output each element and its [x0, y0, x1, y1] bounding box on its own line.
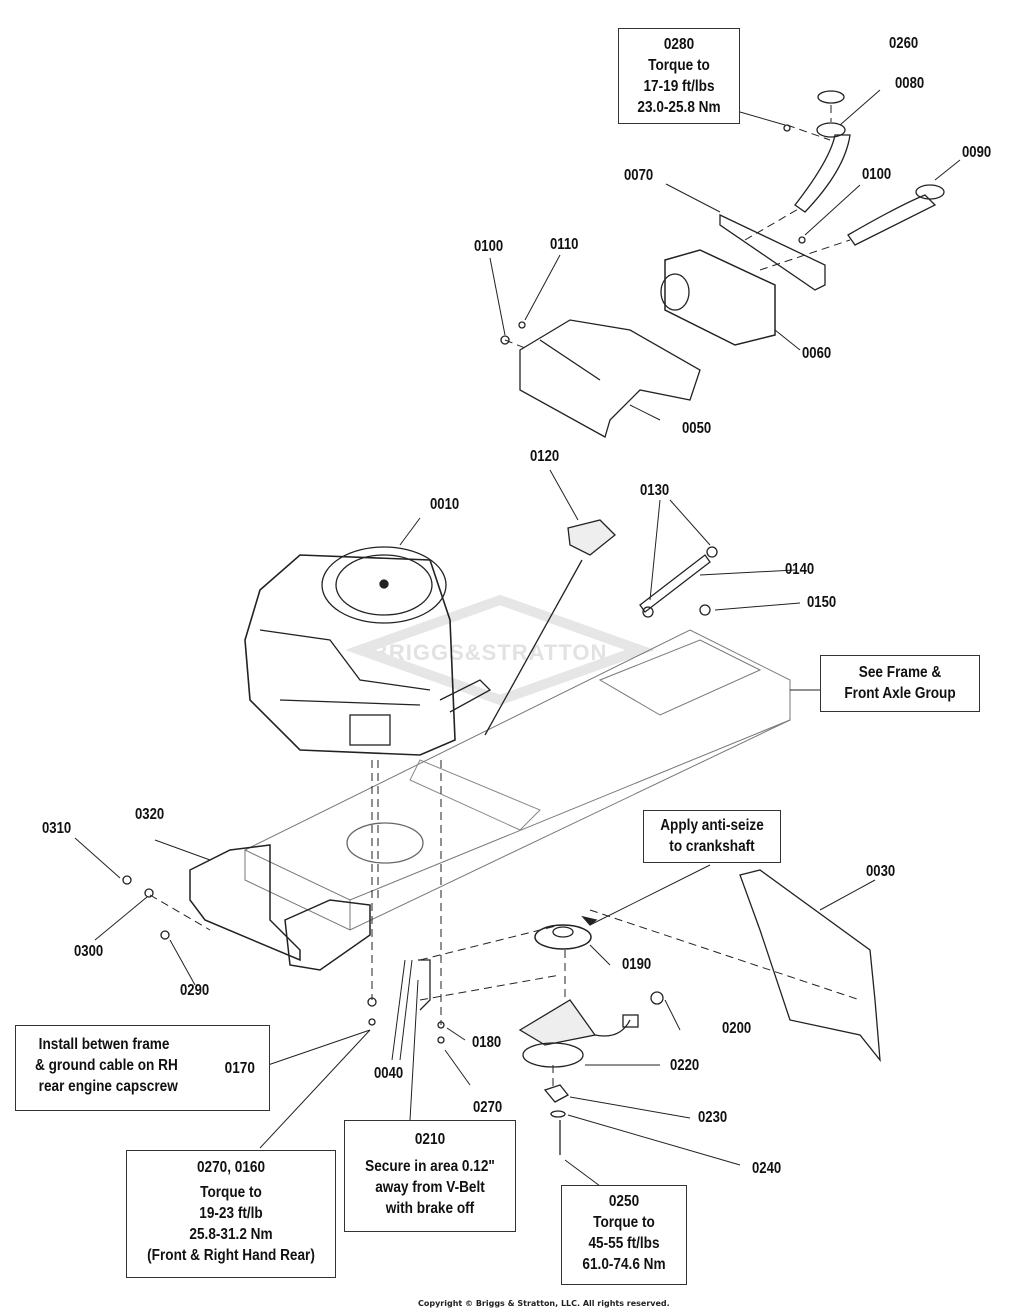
note-line: with brake off — [385, 1200, 475, 1217]
part-label: 0290 — [180, 982, 210, 999]
note-0270-0160-torque: 0270, 0160 Torque to 19-23 ft/lb 25.8-31… — [126, 1150, 336, 1278]
note-0170-install: Install betwen frame & ground cable on R… — [15, 1025, 270, 1111]
note-0280-torque: 0280 Torque to 17-19 ft/lbs 23.0-25.8 Nm — [618, 28, 740, 124]
note-line: See Frame & — [858, 664, 942, 681]
part-label: 0190 — [622, 956, 652, 973]
part-label: 0310 — [42, 820, 72, 837]
part-label: 0240 — [752, 1160, 782, 1177]
note-line: Install betwen frame — [38, 1036, 170, 1053]
note-line: 0280 — [663, 36, 695, 53]
note-line: 61.0-74.6 Nm — [582, 1256, 666, 1273]
note-anti-seize: Apply anti-seize to crankshaft — [643, 810, 781, 863]
part-label: 0100 — [862, 166, 892, 183]
note-line: 0250 — [608, 1193, 640, 1210]
part-label: 0220 — [670, 1057, 700, 1074]
side-panel-part — [739, 869, 881, 1063]
dipstick-part — [484, 519, 616, 736]
part-label: 0120 — [530, 448, 560, 465]
clutch-part — [518, 924, 639, 1155]
note-line: Secure in area 0.12" — [365, 1158, 495, 1175]
part-label: 0320 — [135, 806, 165, 823]
frame-part — [243, 629, 791, 931]
watermark-shape — [345, 594, 655, 706]
part-label: 0050 — [682, 420, 712, 437]
muffler-part — [660, 249, 776, 346]
note-line: & ground cable on RH — [34, 1057, 178, 1074]
part-label: 0030 — [866, 863, 896, 880]
note-line: 0210 — [414, 1131, 446, 1148]
watermark-logo: BRIGGS&STRATTON — [372, 640, 608, 665]
part-label: 0040 — [374, 1065, 404, 1082]
note-0250-torque: 0250 Torque to 45-55 ft/lbs 61.0-74.6 Nm — [561, 1185, 687, 1285]
part-label: 0270 — [473, 1099, 503, 1116]
note-line: rear engine capscrew — [38, 1078, 178, 1095]
heat-shield-part — [519, 319, 701, 438]
note-line: (Front & Right Hand Rear) — [147, 1247, 315, 1264]
note-line: 0270, 0160 — [196, 1159, 266, 1176]
part-label: 0200 — [722, 1020, 752, 1037]
part-label: 0300 — [74, 943, 104, 960]
part-label: 0150 — [807, 594, 837, 611]
note-line: Torque to — [593, 1214, 655, 1231]
note-line: 45-55 ft/lbs — [588, 1235, 660, 1252]
note-line: away from V-Belt — [375, 1179, 485, 1196]
note-see-frame: See Frame & Front Axle Group — [820, 655, 980, 712]
part-label: 0170 — [224, 1060, 255, 1077]
engine-part — [244, 546, 492, 756]
note-line: to crankshaft — [669, 838, 755, 855]
part-label: 0010 — [430, 496, 460, 513]
rear-bracket-part — [189, 844, 371, 971]
part-label: 0080 — [895, 75, 925, 92]
part-label: 0090 — [962, 144, 992, 161]
part-label: 0070 — [624, 167, 654, 184]
part-label: 0180 — [472, 1034, 502, 1051]
copyright-text: Copyright © Briggs & Stratton, LLC. All … — [418, 1299, 670, 1308]
part-label: 0130 — [640, 482, 670, 499]
hardware-parts — [122, 124, 806, 1044]
part-label: 0260 — [889, 35, 919, 52]
part-label: 0140 — [785, 561, 815, 578]
part-label: 0100 — [474, 238, 504, 255]
note-line: Torque to — [200, 1184, 262, 1201]
tube-part — [639, 546, 718, 618]
part-label: 0060 — [802, 345, 832, 362]
note-line: Front Axle Group — [844, 685, 956, 702]
note-line: 19-23 ft/lb — [199, 1205, 263, 1222]
assembly-lines — [149, 105, 861, 1090]
note-line: Apply anti-seize — [660, 817, 764, 834]
note-line: 17-19 ft/lbs — [643, 78, 715, 95]
part-label: 0110 — [550, 236, 579, 253]
leader-lines — [74, 89, 961, 1187]
note-0210-secure: 0210 Secure in area 0.12" away from V-Be… — [344, 1120, 516, 1232]
note-line: 23.0-25.8 Nm — [637, 99, 721, 116]
bracket-part — [719, 213, 826, 291]
note-line: 25.8-31.2 Nm — [189, 1226, 273, 1243]
note-line: Torque to — [648, 57, 710, 74]
part-label: 0230 — [698, 1109, 728, 1126]
exhaust-pipe-part — [794, 90, 945, 246]
